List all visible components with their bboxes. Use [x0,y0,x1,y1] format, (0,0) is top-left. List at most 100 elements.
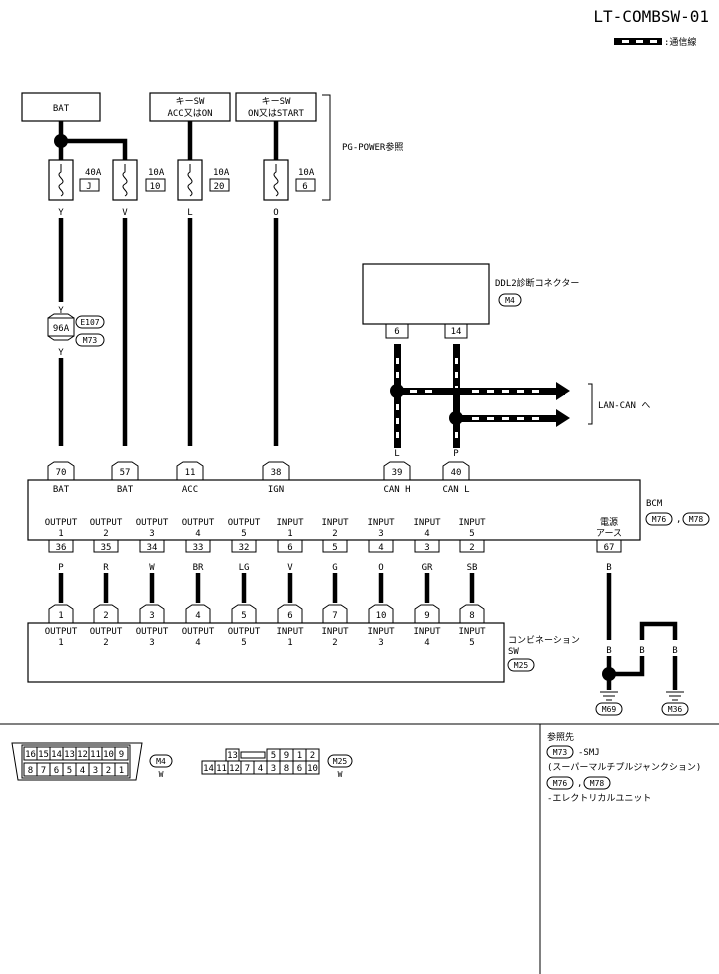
conn-e107: E107 [80,318,99,327]
svg-text:OUTPUT: OUTPUT [182,627,215,637]
ddl2-connector-box: DDL2診断コネクター M4 [362,263,579,325]
bcm-pin-32: 32 [231,540,257,553]
bcm-conn-2-badge [682,512,710,526]
ground-m36-label: M36 [668,705,683,714]
bcm-pin-70: 70 [47,461,75,480]
can-h-arrow-label: L [560,388,565,398]
fuse-40a: 40A J [48,159,102,201]
ground-wire-label-1: B [606,563,611,573]
svg-text:INPUT: INPUT [276,518,304,528]
combsw-conn-badge [507,658,535,672]
bcm-label-bat-1: BAT [53,485,70,495]
combsw-pin-7: 7 [322,604,348,623]
can-l-line [453,344,460,448]
bcm-pin-38: 38 [262,461,290,480]
conn-e107-badge [75,315,105,329]
diagram-code: LT-COMBSW-01 [593,7,709,26]
svg-text:2: 2 [103,638,108,648]
wire-l-label: L [187,208,192,218]
ref-2-sep: , [577,779,582,789]
svg-text:8: 8 [469,611,474,621]
bcm-label: BCM [646,499,663,509]
bcm-label-ign: IGN [268,485,284,495]
svg-text:OUTPUT: OUTPUT [182,518,215,528]
svg-text:R: R [103,563,109,573]
svg-text:40: 40 [451,468,462,478]
svg-text:3: 3 [149,529,154,539]
svg-text:GR: GR [422,563,433,573]
bcm-bottom-pins: 36 35 34 33 32 6 5 4 3 2 67 [48,540,622,553]
svg-text:INPUT: INPUT [458,518,486,528]
bcm-label-can-l: CAN L [442,485,469,495]
svg-text:OUTPUT: OUTPUT [136,627,169,637]
key-sw-acc-sub: ACC又はON [167,108,212,119]
svg-text:5: 5 [271,751,276,761]
svg-text:4: 4 [424,638,429,648]
svg-text:14: 14 [203,764,214,774]
svg-text:13: 13 [227,751,238,761]
svg-text:4: 4 [80,766,85,776]
bcm-conn-1: M76 [652,515,667,524]
m4-view-color: W [159,770,164,779]
svg-text:7: 7 [245,764,250,774]
bat-branch-wire [61,138,128,160]
svg-text:OUTPUT: OUTPUT [228,518,261,528]
can-l-branch [456,409,570,427]
svg-text:2: 2 [103,611,108,621]
combsw-pin-9: 9 [414,604,440,623]
can-h-branch [397,382,570,400]
svg-text:13: 13 [64,750,75,760]
ground-m69-label: M69 [602,705,617,714]
svg-text:W: W [149,563,155,573]
svg-text:2: 2 [332,638,337,648]
svg-text:INPUT: INPUT [321,627,349,637]
bcm-pin-3: 3 [414,540,440,553]
key-sw-acc-label: キーSW [176,97,205,107]
svg-text:38: 38 [271,468,282,478]
svg-text:OUTPUT: OUTPUT [90,627,123,637]
svg-text:3: 3 [378,529,383,539]
svg-text:5: 5 [241,638,246,648]
svg-text:1: 1 [119,766,124,776]
bcm-pin-34: 34 [139,540,165,553]
fuse-10-id: 10 [150,182,161,192]
combsw-pin-5: 5 [231,604,257,623]
svg-text:1: 1 [58,529,63,539]
svg-text:15: 15 [38,750,49,760]
svg-text:4: 4 [195,529,200,539]
svg-text:33: 33 [193,543,204,553]
svg-text:INPUT: INPUT [458,627,486,637]
svg-text:INPUT: INPUT [413,518,441,528]
svg-text:2: 2 [106,766,111,776]
fuse-20-amp: 10A [213,168,230,178]
conn-m73: M73 [83,336,98,345]
svg-text:BR: BR [193,563,204,573]
connector-view-m4: 16 15 14 13 12 11 10 9 8 7 6 5 4 3 2 1 M… [11,742,173,781]
fuse-6-id: 6 [302,182,307,192]
signal-wires [58,573,475,603]
bcm-pin-4: 4 [368,540,394,553]
svg-text:8: 8 [284,764,289,774]
svg-text:4: 4 [195,638,200,648]
ddl2-pin-14: 14 [444,324,468,339]
ground-wire-label-2: B [606,646,611,656]
bcm-conn-2: M78 [689,515,704,524]
svg-text:5: 5 [469,638,474,648]
pg-power-bracket [322,94,331,201]
bcm-label-can-h: CAN H [383,485,410,495]
svg-text:5: 5 [241,529,246,539]
key-sw-ign-sub: ON又はSTART [248,108,305,119]
svg-text:8: 8 [28,766,33,776]
svg-text:11: 11 [216,764,227,774]
svg-text:3: 3 [149,638,154,648]
svg-text:11: 11 [185,468,196,478]
svg-text:2: 2 [310,751,315,761]
references-panel: 参照先 M73 -SMJ (スーパーマルチプルジャンクション) M76 , M7… [546,731,701,804]
fuse-40a-amp: 40A [85,168,102,178]
svg-text:9: 9 [424,611,429,621]
svg-text:1: 1 [58,638,63,648]
bcm-pin-33: 33 [185,540,211,553]
fuse-10a-6: 10A 6 [263,159,316,201]
svg-text:14: 14 [51,750,62,760]
svg-text:1: 1 [58,611,63,621]
